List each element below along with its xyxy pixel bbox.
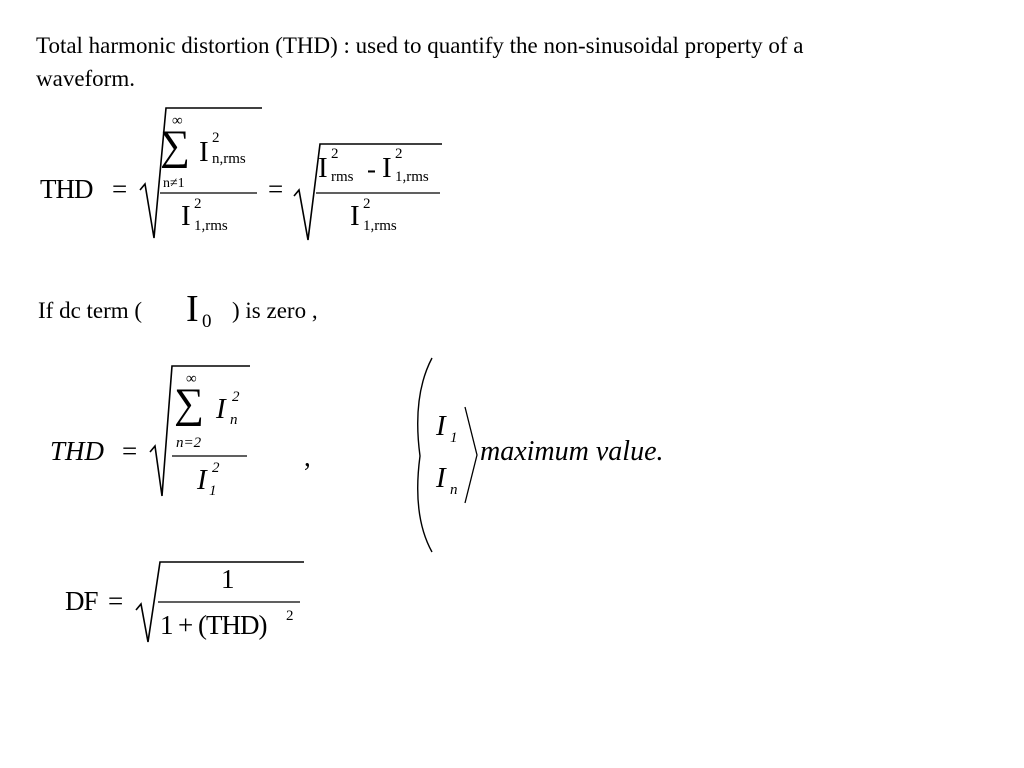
- eq1-rnum-sub2: 1,rms: [395, 169, 429, 185]
- dc-I: I: [186, 288, 199, 330]
- eq1-lhs: THD: [40, 174, 93, 204]
- eq1-sum-bottom: n≠1: [163, 176, 185, 191]
- eq3-den-thd: (THD): [198, 610, 267, 640]
- eq1-den-sub: 1,rms: [194, 218, 228, 234]
- eq1-fraction-bar-left: [160, 192, 257, 194]
- eq2-num-sub: n: [230, 412, 238, 428]
- eq2-comma: ,: [304, 442, 311, 472]
- intro-line-2: waveform.: [36, 66, 135, 91]
- eq3-num: 1: [221, 564, 235, 594]
- eq3-fraction-bar: [158, 601, 300, 603]
- eq1-rden-sup: 2: [363, 196, 371, 212]
- eq2-lhs: THD: [50, 436, 105, 466]
- note-In: I: [436, 462, 446, 494]
- eq2-sum-symbol: ∑: [174, 381, 204, 427]
- eq3-den-1: 1: [160, 610, 174, 640]
- eq2-sum-top: ∞: [186, 371, 197, 387]
- eq1-num-I: I: [199, 136, 209, 168]
- note-I1-sub: 1: [450, 430, 458, 446]
- note-In-sub: n: [450, 482, 458, 498]
- eq2-den-sup: 2: [212, 460, 220, 476]
- eq1-radical-right: [293, 143, 442, 241]
- eq1-rden-sub: 1,rms: [363, 218, 397, 234]
- eq2-num-sup: 2: [232, 389, 240, 405]
- intro-line-1: Total harmonic distortion (THD) : used t…: [36, 33, 804, 58]
- dc-text-after: ) is zero ,: [232, 298, 318, 323]
- eq2-den-sub: 1: [209, 483, 217, 499]
- dc-text-before: If dc term (: [38, 298, 143, 323]
- eq1-rden-I: I: [350, 200, 360, 232]
- eq3-equals: =: [108, 586, 124, 616]
- note-text: maximum value.: [480, 436, 664, 467]
- eq2-radical: [149, 365, 250, 497]
- eq1-rnum-sub1: rms: [331, 169, 354, 185]
- eq3-den-plus: +: [178, 610, 194, 640]
- note-I1: I: [436, 410, 446, 442]
- eq1-equals: =: [112, 174, 128, 204]
- eq1-num-sup: 2: [212, 130, 220, 146]
- left-parenthesis: [417, 357, 433, 553]
- eq1-sum-symbol: ∑: [160, 123, 190, 169]
- eq1-radical-left: [139, 107, 262, 239]
- eq3-radical: [135, 561, 304, 643]
- eq2-equals: =: [122, 436, 138, 466]
- eq1-rnum-I2: I: [382, 152, 392, 184]
- eq1-den-I: I: [181, 200, 191, 232]
- eq1-sum-top: ∞: [172, 113, 183, 129]
- eq2-sum-bottom: n=2: [176, 435, 202, 451]
- dc-sub: 0: [202, 311, 212, 332]
- eq3-den-sup: 2: [286, 608, 294, 624]
- right-angle-bracket: [464, 406, 478, 504]
- eq1-fraction-bar-right: [316, 192, 440, 194]
- eq2-den-I: I: [197, 464, 207, 496]
- eq1-rnum-minus: -: [367, 154, 376, 184]
- eq1-rnum-I1: I: [318, 152, 328, 184]
- eq1-den-sup: 2: [194, 196, 202, 212]
- eq1-rnum-sup1: 2: [331, 146, 339, 162]
- eq1-equals-2: =: [268, 174, 284, 204]
- eq1-num-sub: n,rms: [212, 151, 246, 167]
- eq1-rnum-sup2: 2: [395, 146, 403, 162]
- eq2-num-I: I: [216, 393, 226, 425]
- eq3-lhs: DF: [65, 586, 99, 616]
- eq2-fraction-bar: [172, 455, 247, 457]
